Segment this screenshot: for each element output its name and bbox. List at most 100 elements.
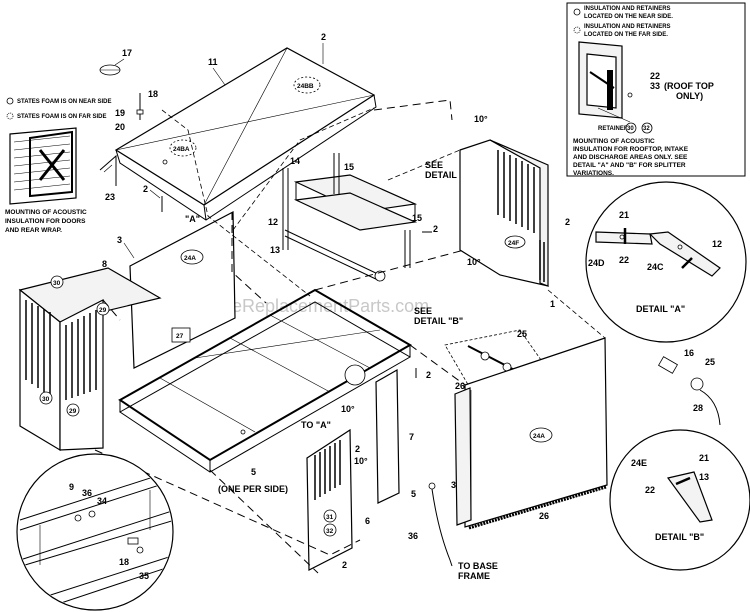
watermark: eReplacementParts.com (232, 296, 429, 316)
insulation-info-box: INSULATION AND RETAINERS LOCATED ON THE … (566, 2, 746, 177)
part-11: 11 (208, 57, 218, 67)
detail-b-circle (609, 429, 750, 571)
part-10-mid-top: 10° (341, 404, 355, 414)
part-7: 7 (409, 432, 414, 442)
part-18-detail: 18 (119, 557, 129, 567)
part-14: 14 (290, 156, 300, 166)
part-5-hose: 5 (411, 489, 416, 499)
box-part-33: 33 (650, 81, 660, 91)
panel8-label-30-bottom: 30 (42, 396, 50, 403)
sensor-17 (99, 64, 121, 76)
to-base-frame-line2: FRAME (458, 571, 490, 581)
box-retainer-label: RETAINER (598, 126, 629, 132)
legend-far-symbol (6, 112, 14, 120)
box-near-line1: INSULATION AND RETAINERS (584, 6, 671, 12)
detail-b-part-21: 21 (699, 453, 709, 463)
to-base-frame-line1: TO BASE (458, 561, 498, 571)
box-label-32: 32 (643, 126, 650, 132)
door-label-27: 27 (176, 333, 184, 340)
side-panel-7 (375, 368, 400, 504)
acoustic-doors-note-line3: AND REAR WRAP. (5, 227, 62, 234)
rooftop-note-line1: MOUNTING OF ACOUSTIC (573, 138, 655, 145)
rear-panel-24f: 24F (459, 139, 549, 287)
detail-b-title: DETAIL "B" (655, 532, 704, 542)
middle-louvered-panel: 31 32 (306, 428, 353, 571)
bottom-left-detail (16, 453, 174, 611)
roof-callout-a: "A" (185, 214, 200, 224)
rooftop-note-line5: VARIATIONS. (573, 170, 614, 177)
acoustic-doors-note-line2: INSULATION FOR DOORS (5, 218, 86, 225)
see-detail-a-line2: DETAIL "A" (425, 170, 474, 180)
part-10-rear-top: 10° (474, 114, 488, 124)
door-handle (171, 327, 191, 343)
detail-b-part-22: 22 (645, 485, 655, 495)
part-10-mid-bottom: 10° (354, 456, 368, 466)
detail-a-part-21: 21 (619, 210, 629, 220)
part-13-center: 13 (270, 245, 280, 255)
part-26-bottom: 26 (539, 511, 549, 521)
detail-a-part-24c: 24C (647, 262, 664, 272)
panel6-label-32: 32 (326, 528, 334, 535)
part-3-door: 3 (117, 235, 122, 245)
detail-b-part-13: 13 (699, 472, 709, 482)
acoustic-doors-note-line1: MOUNTING OF ACOUSTIC (5, 209, 87, 216)
part-23: 23 (105, 192, 115, 202)
panel8-label-29-top: 29 (99, 307, 107, 314)
part-2-rear: 2 (565, 217, 570, 227)
detail-b-part-24e: 24E (631, 458, 647, 468)
right-access-panel: 24A (454, 337, 608, 530)
legend-near-symbol (6, 97, 14, 105)
part-36-detail: 36 (82, 488, 92, 498)
part-1: 1 (550, 299, 555, 309)
right-panel-label-24a: 24A (533, 433, 545, 440)
rooftop-note-line2: INSULATION FOR ROOFTOP, INTAKE (573, 146, 689, 153)
part-6: 6 (365, 516, 370, 526)
left-louvered-panel: 30 29 30 29 (18, 267, 162, 452)
see-detail-b-line1: SEE (414, 306, 432, 316)
assembly-guide-lines (94, 99, 606, 574)
part-2-bottom: 2 (342, 560, 347, 570)
roof-label-24bb: 24BB (297, 83, 314, 90)
part-8: 8 (102, 259, 107, 269)
panel8-label-30-top: 30 (53, 280, 61, 287)
part-16: 16 (684, 348, 694, 358)
part-15-right: 15 (412, 213, 422, 223)
part-26-top: 26 (455, 381, 465, 391)
door-label-24a: 24A (184, 255, 196, 262)
detail-a-circle (585, 181, 747, 343)
to-a-mid: TO "A" (301, 420, 331, 430)
acoustic-door-sample: MOUNTING OF ACOUSTIC INSULATION FOR DOOR… (5, 127, 87, 234)
detail-a-part-22: 22 (619, 255, 629, 265)
box-far-line2: LOCATED ON THE FAR SIDE. (584, 32, 668, 38)
roof-label-24ba: 24BA (173, 146, 190, 153)
part-2-roof-left: 2 (143, 184, 148, 194)
part-19: 19 (115, 108, 125, 118)
part-2-center: 2 (433, 224, 438, 234)
foam-legend: STATES FOAM IS ON NEAR SIDE STATES FOAM … (6, 97, 111, 120)
detail-a-part-24d: 24D (588, 258, 605, 268)
part-25-right: 25 (705, 357, 715, 367)
part-5-base: 5 (251, 467, 256, 477)
front-door-panel (129, 211, 236, 369)
part-28: 28 (693, 403, 703, 413)
part-12-center: 12 (268, 217, 278, 227)
box-far-line1: INSULATION AND RETAINERS (584, 24, 671, 30)
detail-a-title: DETAIL "A" (636, 304, 685, 314)
rooftop-note-line3: AND DISCHARGE AREAS ONLY. SEE (573, 154, 688, 161)
legend-near-label: STATES FOAM IS ON NEAR SIDE (17, 99, 111, 105)
part-15-top: 15 (344, 162, 354, 172)
rooftop-note-line4: DETAIL "A" AND "B" FOR SPLITTER (573, 162, 686, 169)
part-36-hose: 36 (408, 531, 418, 541)
part-34: 34 (97, 496, 107, 506)
see-detail-b-line2: DETAIL "B" (414, 316, 463, 326)
box-near-line2: LOCATED ON THE NEAR SIDE. (584, 14, 673, 20)
one-per-side: (ONE PER SIDE) (218, 484, 288, 494)
part-2-roof: 2 (321, 32, 326, 42)
part-10-rear-bottom: 10° (467, 257, 481, 267)
part-20: 20 (115, 122, 125, 132)
roof-top-only-line1: (ROOF TOP (664, 81, 714, 91)
rear-panel-label-24f: 24F (508, 240, 519, 247)
part-2-mid: 2 (355, 444, 360, 454)
box-part-22: 22 (650, 71, 660, 81)
